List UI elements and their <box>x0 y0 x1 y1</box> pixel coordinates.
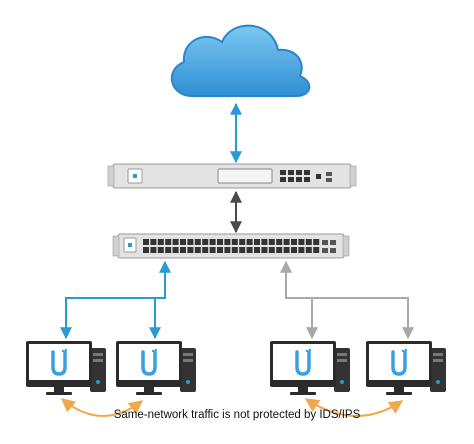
network-switch-icon <box>112 233 350 259</box>
switch-port <box>172 247 179 253</box>
switch-port <box>305 239 312 245</box>
switch-port <box>313 239 320 245</box>
switch-port <box>298 247 305 253</box>
switch-port <box>239 239 246 245</box>
switch-port <box>291 247 297 253</box>
switch-port <box>157 239 164 245</box>
switch-port <box>254 239 260 245</box>
desktop-computer-icon <box>116 341 196 395</box>
traffic-arrow-left <box>60 398 144 417</box>
ubiquiti-u-logo-icon <box>51 349 67 376</box>
switch-port <box>305 247 312 253</box>
switch-port <box>165 247 172 253</box>
switch-port <box>194 247 201 253</box>
switch-port <box>187 247 194 253</box>
traffic-arrow-right <box>304 398 404 417</box>
gateway-router-icon <box>107 163 357 189</box>
switch-port <box>246 247 253 253</box>
switch-port <box>150 247 157 253</box>
ubiquiti-u-logo-icon <box>391 349 407 376</box>
switch-port <box>298 239 305 245</box>
switch-port <box>172 239 179 245</box>
switch-port <box>224 247 231 253</box>
switch-port <box>268 239 275 245</box>
desktop-computer-icon <box>26 341 106 395</box>
ubiquiti-u-logo-icon <box>141 349 157 376</box>
switch-port <box>224 239 231 245</box>
switch-port <box>231 239 238 245</box>
desktop-computer-icon <box>270 341 350 395</box>
switch-port <box>283 247 290 253</box>
switch-port <box>246 239 253 245</box>
switch-port <box>209 239 216 245</box>
switch-port <box>165 239 172 245</box>
switch-port <box>254 247 260 253</box>
switch-port <box>291 239 297 245</box>
switch-port <box>202 247 209 253</box>
switch-port <box>150 239 157 245</box>
switch-port <box>194 239 201 245</box>
link-switch-left-computers <box>60 260 171 340</box>
switch-port <box>261 247 268 253</box>
switch-port <box>261 239 268 245</box>
switch-port <box>231 247 238 253</box>
switch-port <box>202 239 209 245</box>
switch-port <box>157 247 164 253</box>
switch-port <box>217 247 223 253</box>
cloud-icon <box>170 24 311 97</box>
switch-port <box>268 247 275 253</box>
switch-port <box>217 239 223 245</box>
desktop-computer-icon <box>366 341 446 395</box>
switch-port <box>209 247 216 253</box>
switch-port <box>180 247 186 253</box>
switch-port <box>143 239 149 245</box>
switch-port <box>283 239 290 245</box>
switch-port <box>276 239 283 245</box>
diagram-caption: Same-network traffic is not protected by… <box>113 409 361 421</box>
switch-port <box>187 239 194 245</box>
switch-port <box>180 239 186 245</box>
switch-port <box>239 247 246 253</box>
ubiquiti-u-logo-icon <box>295 349 311 376</box>
link-switch-right-computers <box>280 260 414 340</box>
switch-port <box>276 247 283 253</box>
switch-port <box>313 247 320 253</box>
switch-port <box>143 247 149 253</box>
